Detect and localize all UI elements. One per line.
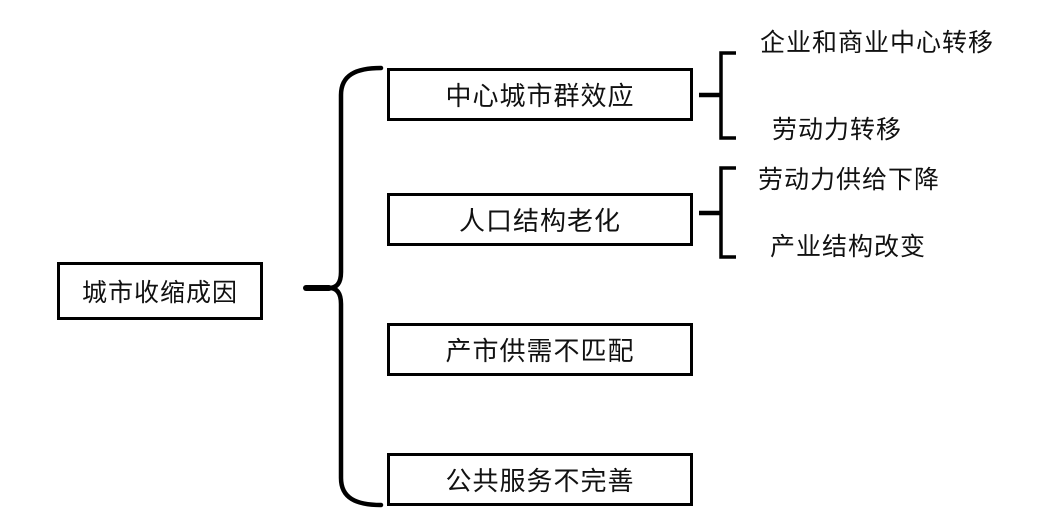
main-brace-connector [303, 65, 384, 508]
sub-bracket-connector-1 [699, 51, 736, 140]
sub-bracket-connector-2 [699, 166, 736, 259]
cause-node-supply-demand-mismatch[interactable]: 产市供需不匹配 [387, 323, 693, 376]
leaf-label-enterprise-commercial-center-shift[interactable]: 企业和商业中心转移 [760, 28, 995, 57]
cause-node-public-service-deficiency[interactable]: 公共服务不完善 [387, 453, 693, 506]
root-node-city-shrinkage-causes[interactable]: 城市收缩成因 [57, 262, 263, 320]
cause-node-population-structure-aging[interactable]: 人口结构老化 [387, 193, 693, 246]
leaf-label-labor-force-shift[interactable]: 劳动力转移 [772, 115, 903, 144]
leaf-label-industrial-structure-change[interactable]: 产业结构改变 [770, 232, 927, 261]
cause-node-central-city-cluster-effect[interactable]: 中心城市群效应 [387, 68, 693, 121]
leaf-label-labor-supply-decline[interactable]: 劳动力供给下降 [758, 165, 941, 194]
